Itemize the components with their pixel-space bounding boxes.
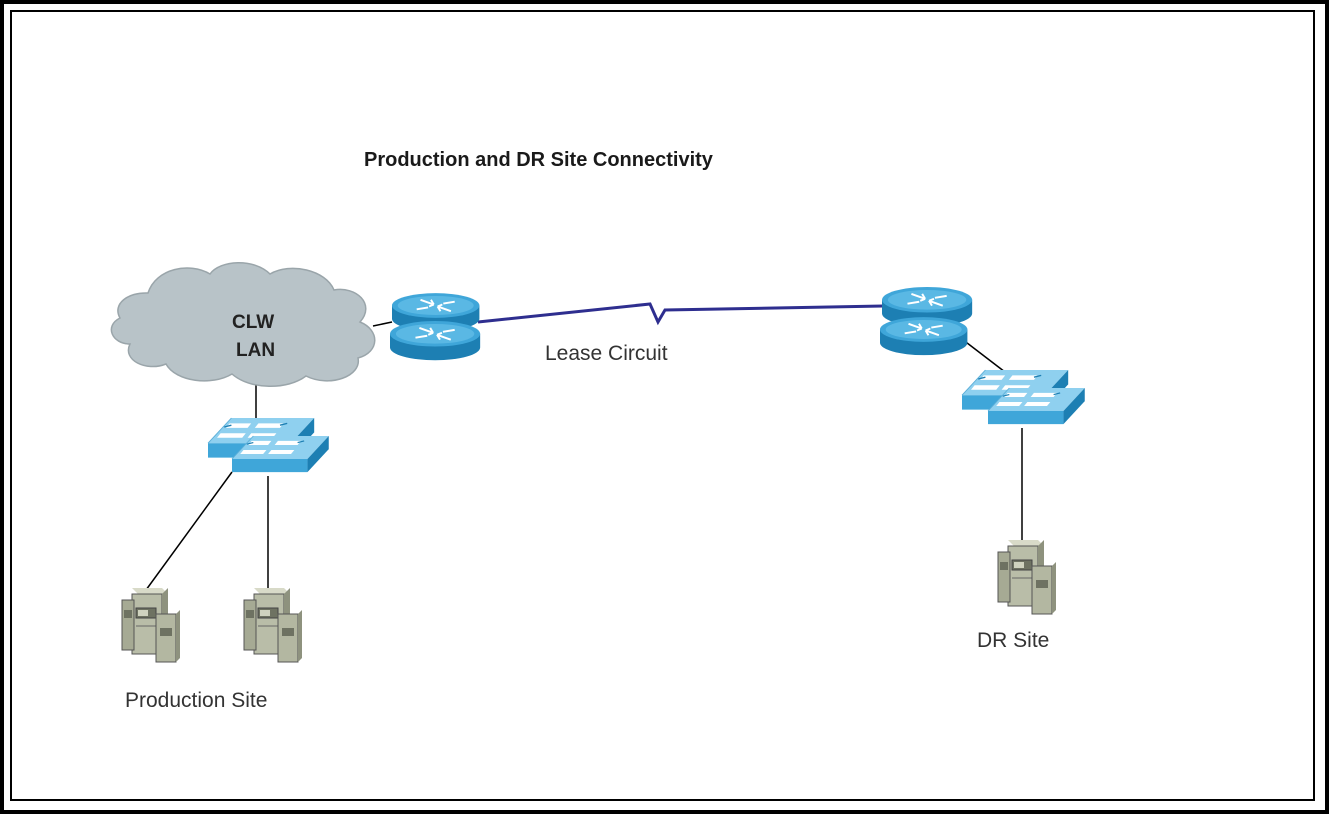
- production-site-label: Production Site: [125, 689, 267, 712]
- cloud-to-router-link: [372, 321, 393, 327]
- production-server1-icon: [121, 587, 181, 663]
- dr-site-label: DR Site: [977, 629, 1049, 652]
- production-server2-icon: [243, 587, 303, 663]
- cloud-label-lan: LAN: [236, 340, 275, 361]
- production-router-bottom-icon: [389, 320, 482, 362]
- inner-border: [10, 10, 1315, 801]
- cloud-label-clw: CLW: [232, 312, 274, 333]
- diagram-title: Production and DR Site Connectivity: [364, 149, 714, 171]
- dr-router-bottom-icon: [879, 316, 969, 357]
- cloud-icon: [110, 262, 376, 387]
- lease-circuit-link: [477, 302, 884, 326]
- lease-circuit-label: Lease Circuit: [545, 342, 668, 365]
- switch-to-server1-link: [145, 471, 233, 591]
- dr-server-icon: [997, 539, 1057, 615]
